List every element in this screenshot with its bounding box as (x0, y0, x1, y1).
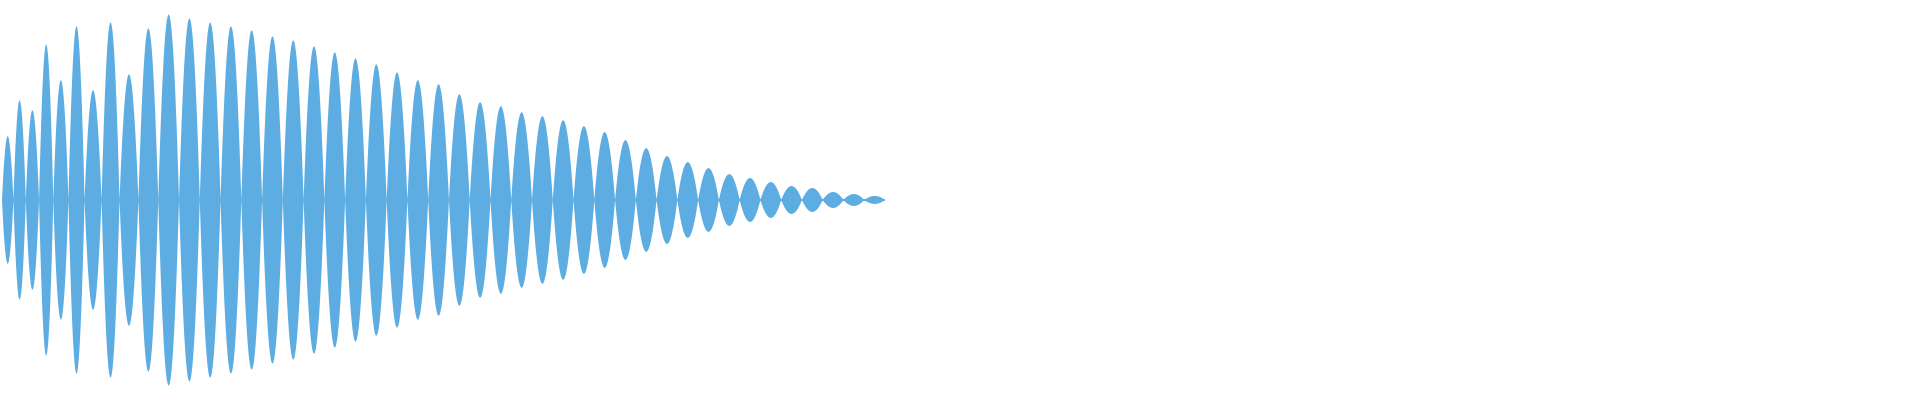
waveform-lobes (2, 14, 885, 386)
